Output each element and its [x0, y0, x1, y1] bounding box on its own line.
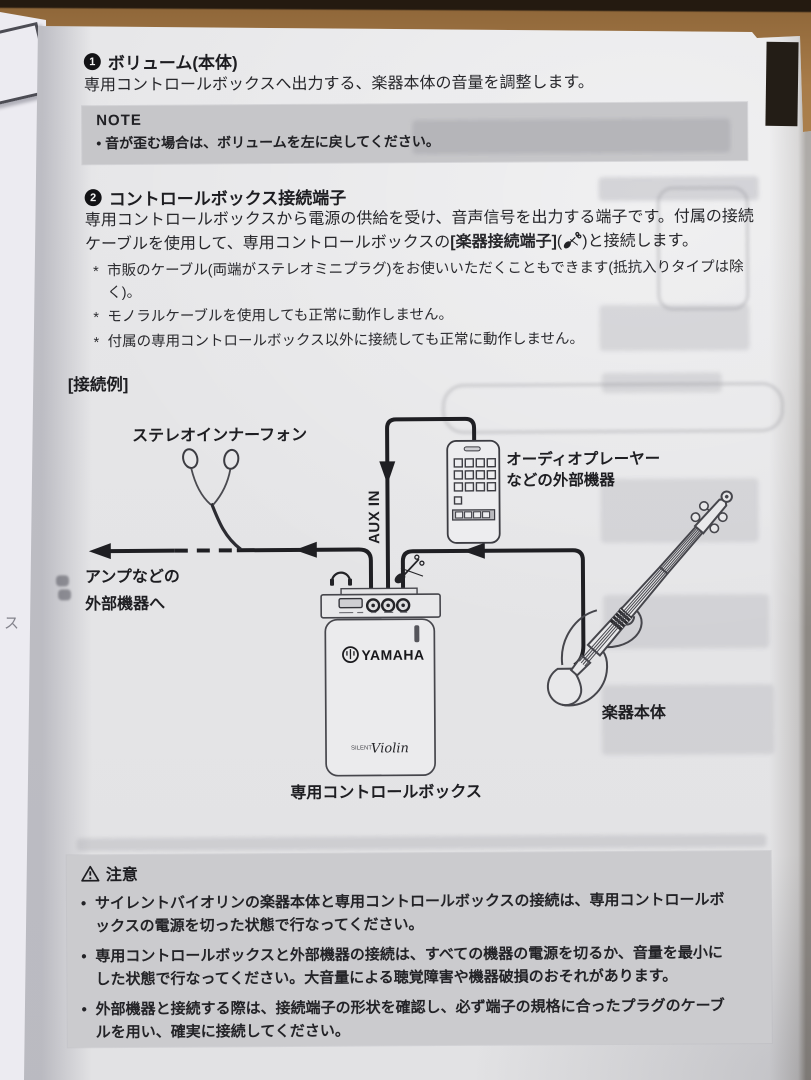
caution-content: 注意 •サイレントバイオリンの楽器本体と専用コントロールボックスの接続は、専用コ… [81, 857, 734, 1044]
violin-icon [564, 231, 582, 249]
arrow-down-aux-icon [379, 461, 396, 485]
aux-in-cable-line [385, 416, 477, 596]
section2-notes: *市販のケーブル(両端がステレオミニプラグ)をお使いいただくこともできます(抵抗… [93, 257, 762, 356]
caution-title: 注意 [105, 866, 138, 885]
arrow-left-from-violin-icon [462, 542, 485, 559]
section1-heading: ボリューム(本体) [107, 53, 238, 74]
caution-item: •専用コントロールボックスと外部機器の接続は、すべての機器の電源を切るか、音量を… [81, 944, 723, 989]
bleedthrough-smudge [598, 176, 759, 202]
jack-icons [365, 598, 411, 613]
caution-title-row: 注意 [81, 857, 733, 885]
arrow-left-mid-icon [294, 541, 317, 558]
section1-body: 専用コントロールボックスへ出力する、楽器本体の音量を調整します。 [83, 74, 594, 95]
power-switch-icon [414, 625, 420, 643]
series-text: SILENT [351, 745, 372, 751]
warning-icon [81, 865, 100, 882]
brand-text: YAMAHA [361, 647, 424, 663]
output-cable-line [108, 547, 374, 596]
control-box-illustration: YAMAHA SILENT Violin [320, 554, 442, 777]
connection-diagram-art: YAMAHA SILENT Violin [88, 416, 733, 777]
note-content: NOTE • 音が歪む場合は、ボリュームを左に戻してください。 [96, 108, 736, 153]
caution-item: •外部機器と接続する際は、接続端子の形状を確認し、必ず端子の規格に合ったプラグの… [81, 997, 725, 1042]
list-item: *市販のケーブル(両端がステレオミニプラグ)をお使いいただくこともできます(抵抗… [93, 259, 744, 301]
headphone-icon [329, 571, 353, 586]
audio-player-illustration [446, 439, 501, 544]
note-item: • 音が歪む場合は、ボリュームを左に戻してください。 [96, 133, 440, 152]
section2-heading-row: 2 コントロールボックス接続端子 [84, 184, 347, 211]
arrow-left-to-amp-icon [88, 543, 111, 560]
section1-heading-row: 1 ボリューム(本体) [83, 48, 238, 74]
caution-item: •サイレントバイオリンの楽器本体と専用コントロールボックスの接続は、専用コントロ… [80, 891, 725, 936]
list-item: *付属の専用コントロールボックス以外に接続しても正常に動作しません。 [93, 330, 585, 351]
connector-label: [楽器接続端子] [450, 233, 557, 251]
numbered-circle-2-icon: 2 [84, 189, 102, 207]
model-text: Violin [371, 741, 409, 756]
earphones-illustration [182, 448, 242, 551]
numbered-circle-1-icon: 1 [83, 53, 101, 71]
previous-page-text-fragment: ス [4, 615, 20, 632]
bullet: • [96, 135, 102, 152]
usb-port-icon [338, 597, 363, 609]
yamaha-logo: YAMAHA [342, 646, 425, 663]
note-title: NOTE [96, 111, 142, 130]
list-item: *モノラルケーブルを使用しても正常に動作しません。 [93, 306, 453, 327]
bleedthrough-smudge [76, 834, 767, 852]
section2-heading: コントロールボックス接続端子 [108, 188, 347, 210]
section2-body: 専用コントロールボックスから電源の供給を受け、音声信号を出力する端子です。付属の… [84, 208, 754, 254]
violin-jack-icon [394, 554, 425, 584]
violin-illustration [546, 490, 733, 707]
